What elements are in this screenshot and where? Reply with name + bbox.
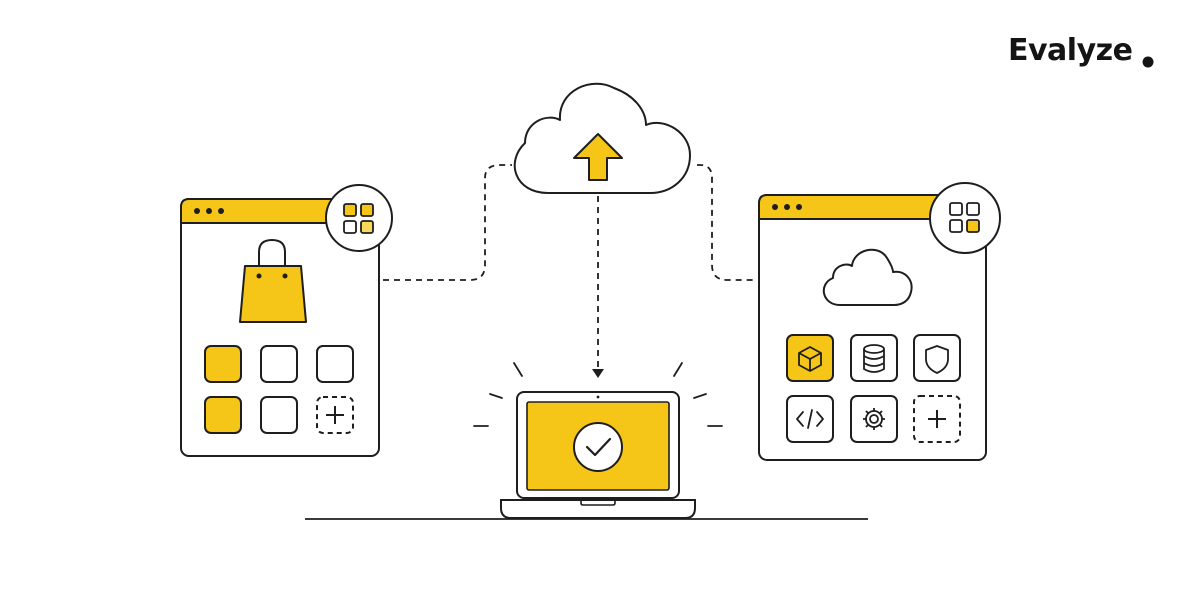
connectors	[383, 164, 756, 370]
checkmark-icon	[585, 437, 612, 457]
shopping-bag-icon	[239, 238, 307, 323]
cloud-icon	[822, 248, 913, 306]
left-window-dots	[194, 208, 224, 214]
left-app-window	[180, 184, 393, 457]
brand-logo: Evalyze	[1008, 33, 1133, 68]
left-tiles	[204, 345, 354, 434]
checkmark-badge	[573, 422, 623, 472]
laptop-notch	[580, 500, 616, 506]
plus-icon	[928, 410, 946, 428]
connector-right	[697, 164, 756, 281]
right-badge	[929, 182, 1001, 254]
laptop	[305, 362, 868, 520]
connector-arrowhead	[592, 369, 604, 378]
laptop-camera	[596, 395, 600, 399]
module-tile[interactable]	[850, 334, 898, 382]
cloud-upload-icon	[573, 133, 623, 181]
laptop-glow-rays	[473, 362, 723, 427]
module-tile[interactable]	[850, 395, 898, 443]
app-grid-icon	[949, 202, 980, 233]
plus-icon	[326, 406, 344, 424]
tile-empty[interactable]	[260, 345, 298, 383]
left-badge	[325, 184, 393, 252]
right-window-titlebar	[758, 194, 987, 220]
module-tile[interactable]	[913, 334, 961, 382]
tile-filled[interactable]	[204, 345, 242, 383]
connector-left	[383, 164, 512, 281]
database-icon	[863, 344, 885, 373]
brand-dot	[1142, 56, 1154, 68]
tile-filled[interactable]	[204, 396, 242, 434]
right-app-window	[758, 182, 1001, 461]
laptop-base	[500, 499, 696, 519]
tile-empty[interactable]	[316, 345, 354, 383]
brand-name: Evalyze	[1008, 33, 1133, 68]
app-grid-icon	[343, 203, 374, 234]
tile-empty[interactable]	[260, 396, 298, 434]
cube-icon	[798, 346, 822, 372]
cloud-main	[513, 82, 691, 194]
code-icon	[796, 409, 824, 429]
shield-icon	[925, 345, 949, 374]
gear-icon	[863, 408, 885, 430]
right-window-dots	[772, 204, 802, 210]
